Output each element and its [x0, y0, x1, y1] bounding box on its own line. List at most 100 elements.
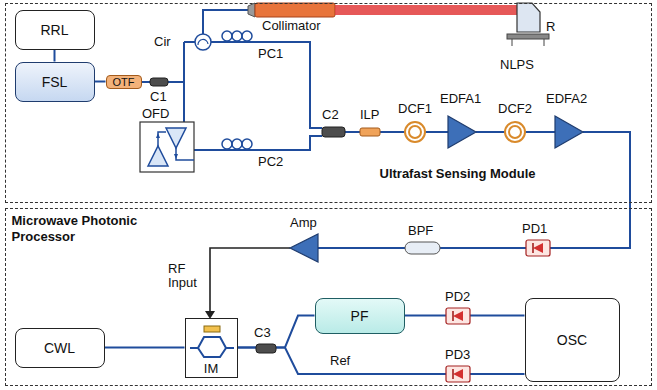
circulator-symbol	[198, 39, 208, 45]
fiber-line	[425, 131, 448, 133]
part-label: ILP	[360, 108, 380, 122]
part-label: C1	[150, 90, 167, 104]
part-label: RF Input	[168, 262, 206, 290]
fiber-line	[550, 132, 630, 248]
part-label: Cir	[154, 35, 171, 49]
frequency-shifter-loop	[140, 122, 194, 172]
frequency-shifter-loop	[174, 154, 178, 159]
fiber-line	[184, 41, 195, 43]
retroreflector-on-stage	[507, 3, 549, 46]
circulator-symbol	[195, 34, 211, 50]
fiber-line	[190, 337, 234, 348]
laser-box: FSL	[15, 62, 95, 102]
part-label: PD2	[445, 290, 470, 304]
fiber-line	[203, 10, 248, 34]
isolator	[360, 128, 380, 136]
filter-box: PF	[315, 298, 405, 334]
polarization-controller	[242, 31, 252, 41]
polarization-controller	[222, 139, 232, 149]
part-label: DCF2	[498, 102, 532, 116]
bandpass-filter	[405, 242, 440, 254]
polarization-controller	[232, 139, 242, 149]
retroreflector-on-stage	[517, 3, 540, 32]
frequency-shifter-loop	[158, 132, 166, 146]
frequency-shifter-loop	[176, 148, 194, 160]
polarization-controller	[222, 31, 252, 149]
fiber-connector	[238, 316, 315, 348]
fiber-connector	[95, 81, 106, 83]
part-label: PC1	[258, 47, 283, 61]
part-label: Collimator	[262, 19, 321, 33]
amplifier-triangle	[555, 116, 583, 148]
part-label: PD3	[445, 348, 470, 362]
fiber-spool	[505, 122, 525, 142]
node-label: OTF	[113, 76, 135, 88]
fiber-line	[318, 247, 405, 249]
part-label: BPF	[408, 224, 433, 238]
fiber-spool	[509, 126, 521, 138]
polarization-controller	[222, 31, 232, 41]
part-label: Amp	[290, 216, 317, 230]
part-label: OFD	[142, 107, 169, 121]
region-heading: Microwave Photonic Processor	[12, 213, 172, 245]
retroreflector-on-stage	[512, 39, 513, 46]
amplifier-triangle	[290, 234, 318, 262]
fiber-line	[211, 42, 322, 128]
node-label: OSC	[557, 332, 587, 348]
coupler-c1	[150, 78, 168, 86]
fiber-line	[476, 131, 505, 133]
frequency-shifter-loop	[156, 133, 160, 138]
fiber-line	[440, 247, 526, 249]
part-label: Ref	[330, 354, 350, 368]
frequency-shifter-loop	[166, 128, 186, 148]
rf-cable	[210, 248, 290, 312]
retroreflector-on-stage	[544, 39, 545, 46]
fiber-spool	[405, 122, 425, 142]
fiber-line	[194, 136, 322, 150]
frequency-shifter-loop	[148, 146, 168, 166]
part-label: PD1	[522, 222, 547, 236]
fiber-line	[168, 81, 184, 83]
polarization-controller	[232, 31, 242, 41]
amplifier-triangle	[290, 116, 583, 262]
coupler-c3	[256, 344, 276, 353]
fiber-line	[380, 131, 405, 133]
fiber-line	[345, 131, 360, 133]
part-label: C2	[322, 108, 339, 122]
circulator-symbol	[195, 34, 211, 50]
node-label: FSL	[42, 74, 68, 90]
part-label: DCF1	[398, 102, 432, 116]
part-label: C3	[254, 326, 271, 340]
fiber-connector	[54, 50, 56, 62]
fiber-connector	[105, 347, 185, 349]
fiber-connector	[238, 348, 525, 375]
collimator-symbol	[255, 3, 335, 17]
node-label: IM	[204, 361, 218, 376]
laser-beam	[335, 5, 517, 15]
region-heading: Ultrafast Sensing Module	[380, 166, 620, 182]
part-label: NLPS	[500, 58, 534, 72]
amplifier-triangle	[448, 116, 476, 148]
laser-box: RRL	[15, 10, 95, 50]
part-label: EDFA1	[440, 92, 481, 106]
oscilloscope-box: OSC	[525, 298, 620, 382]
photodiode-symbol	[446, 366, 470, 382]
modulator-electrode	[204, 326, 220, 332]
laser-box: CWL	[15, 328, 105, 368]
part-label: R	[546, 20, 555, 34]
collimator-symbol	[248, 3, 335, 17]
photodiode-symbol	[526, 240, 550, 256]
rf-cable	[210, 248, 290, 312]
fiber-line	[525, 131, 555, 133]
node-label: CWL	[44, 340, 75, 356]
fiber-line	[198, 348, 226, 357]
part-label: PC2	[258, 155, 283, 169]
photodiode-symbol	[446, 308, 470, 324]
node-label: RRL	[40, 22, 68, 38]
filter-box: OTF	[106, 75, 142, 89]
node-label: PF	[351, 308, 369, 324]
polarization-controller	[242, 139, 252, 149]
collimator-symbol	[248, 3, 255, 17]
